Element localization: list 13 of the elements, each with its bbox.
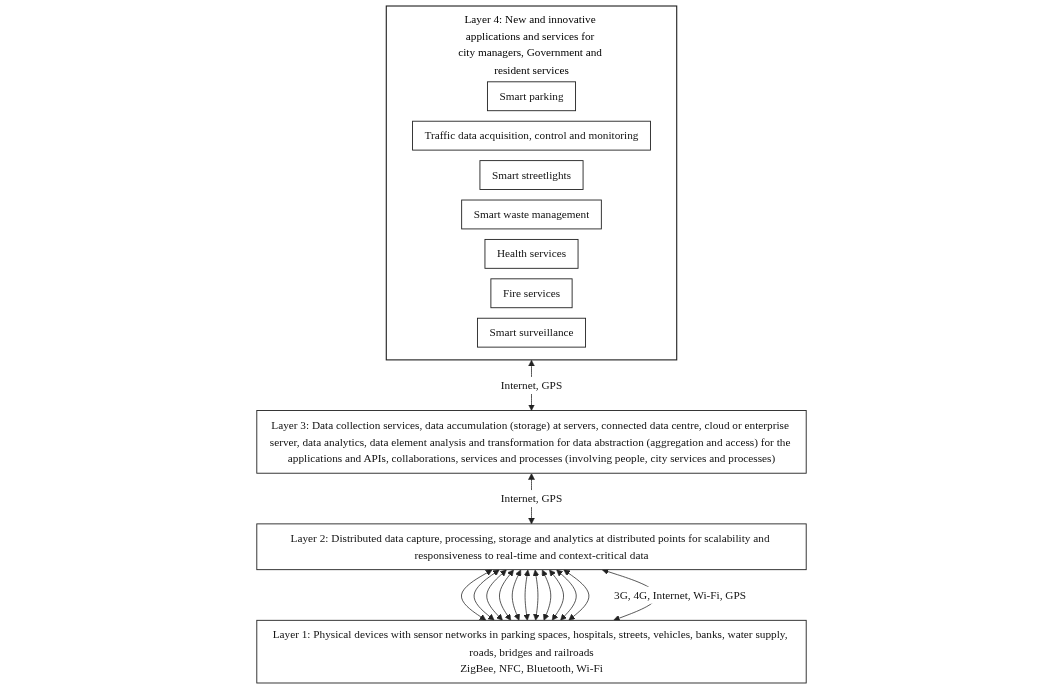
node-box: Smart parking [487,81,576,112]
edge-label: Internet, GPS [500,379,563,392]
node-box: Layer 1: Physical devices with sensor networks in parking spaces, hospitals, streets, vehicles, banks, water supply, roads, bridges and railroads ZigBee, NFC, Bluetooth, Wi-Fi [256,619,807,684]
edge-label: 3G, 4G, Internet, Wi-Fi, GPS [614,588,746,601]
node-box: Traffic data acquisition, control and monitoring [412,120,651,151]
node-box: Layer 3: Data collection services, data accumulation (storage) at servers, connected data centre, cloud or enterprise server, data analytics, data element analysis and transformation for data abstraction (aggregation and access) for the applications and APIs, collaborations, services and processes (involving people, city services and processes) [256,410,807,474]
node-box: Health services [484,238,579,269]
node-box: Smart waste management [461,199,602,230]
node-box: Fire services [490,278,573,309]
edge-label: Internet, GPS [500,492,563,505]
node-box: Smart streetlights [479,160,584,190]
node-box: Smart surveillance [477,317,586,348]
node-box: Layer 2: Distributed data capture, processing, storage and analytics at distributed points for scalability and responsiveness to real-time and context-critical data [256,523,807,571]
